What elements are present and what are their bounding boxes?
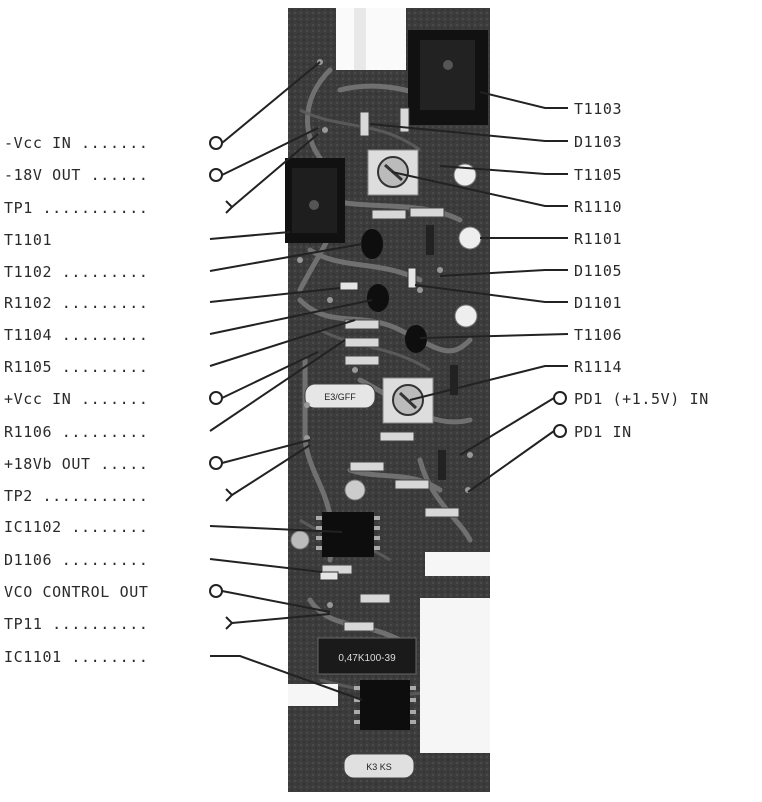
label-t1104: T1104 ......... bbox=[4, 326, 149, 344]
terminal-circle-right-10 bbox=[553, 424, 567, 438]
capacitor-bottom bbox=[343, 753, 415, 779]
leader-left-7 bbox=[209, 319, 356, 367]
leader-left-1 bbox=[221, 127, 319, 176]
label-18v-out: -18V OUT ...... bbox=[4, 166, 149, 184]
leader-left-12 bbox=[209, 525, 343, 533]
leader-right-5 bbox=[439, 269, 568, 277]
terminals bbox=[209, 136, 567, 630]
capacitor-bottom-text: K3 KS bbox=[366, 762, 392, 772]
label-t1101: T1101 bbox=[4, 231, 53, 249]
leader-left-4 bbox=[209, 243, 363, 272]
leader-right-7 bbox=[419, 333, 569, 339]
label-tp2: TP2 ........... bbox=[4, 487, 149, 505]
label-r1110: R1110 bbox=[574, 198, 623, 216]
leader-right-10 bbox=[467, 430, 555, 493]
leader-left-6 bbox=[209, 299, 373, 335]
label-d1101: D1101 bbox=[574, 294, 623, 312]
capacitor-e3gff bbox=[304, 383, 376, 409]
leader-lines bbox=[209, 61, 569, 701]
label-vco-control-out: VCO CONTROL OUT bbox=[4, 583, 149, 601]
terminal-circle-left-8 bbox=[209, 391, 223, 405]
terminal-circle-left-1 bbox=[209, 168, 223, 182]
ic1101 bbox=[354, 680, 416, 730]
leader-left-10 bbox=[221, 439, 311, 464]
label-d1106: D1106 ......... bbox=[4, 551, 149, 569]
terminal-circle-left-14 bbox=[209, 584, 223, 598]
terminal-chevron-left-2 bbox=[225, 200, 234, 214]
leader-left-3 bbox=[209, 231, 291, 240]
label-t1106: T1106 bbox=[574, 326, 623, 344]
label-vcc-neg-in: -Vcc IN ....... bbox=[4, 134, 149, 152]
terminal-circle-right-9 bbox=[553, 391, 567, 405]
label-vcc-pos-in: +Vcc IN ....... bbox=[4, 390, 149, 408]
label-t1103: T1103 bbox=[574, 100, 623, 118]
ic1102 bbox=[316, 512, 380, 557]
label-t1105: T1105 bbox=[574, 166, 623, 184]
label-d1105: D1105 bbox=[574, 262, 623, 280]
leader-right-9 bbox=[459, 397, 555, 456]
trimmer-r1110 bbox=[367, 149, 419, 196]
terminal-circle-left-10 bbox=[209, 456, 223, 470]
side-cutout-3 bbox=[288, 684, 338, 706]
leader-left-5 bbox=[209, 287, 341, 303]
leader-right-8 bbox=[409, 365, 568, 401]
label-r1106: R1106 ......... bbox=[4, 423, 149, 441]
leader-left-15 bbox=[231, 613, 331, 624]
label-tp1: TP1 ........... bbox=[4, 199, 149, 217]
leader-left-14 bbox=[221, 590, 331, 613]
leader-left-13 bbox=[209, 558, 323, 573]
label-r1114: R1114 bbox=[574, 358, 623, 376]
label-18vb-out: +18Vb OUT ..... bbox=[4, 455, 149, 473]
leader-left-0 bbox=[221, 61, 321, 144]
leader-left-2 bbox=[231, 133, 319, 208]
label-pd1-1v5-in: PD1 (+1.5V) IN bbox=[574, 390, 709, 408]
label-r1105: R1105 ......... bbox=[4, 358, 149, 376]
leader-right-0 bbox=[479, 91, 568, 109]
connector-cutout-top bbox=[336, 8, 406, 70]
terminal-circle-left-0 bbox=[209, 136, 223, 150]
label-ic1102: IC1102 ........ bbox=[4, 518, 149, 536]
leader-left-16 bbox=[210, 655, 363, 701]
label-pd1-in: PD1 IN bbox=[574, 423, 632, 441]
terminal-chevron-left-11 bbox=[225, 488, 234, 502]
side-cutout-1 bbox=[425, 552, 490, 576]
leader-right-1 bbox=[369, 123, 568, 142]
capacitor-e3gff-text: E3/GFF bbox=[324, 392, 356, 402]
side-cutout-2 bbox=[420, 598, 490, 753]
leader-left-11 bbox=[231, 444, 311, 496]
leader-right-6 bbox=[414, 284, 568, 303]
leader-left-9 bbox=[209, 339, 346, 432]
label-r1102: R1102 ......... bbox=[4, 294, 149, 312]
capacitor-film bbox=[317, 637, 417, 675]
leader-right-2 bbox=[439, 165, 568, 175]
label-r1101: R1101 bbox=[574, 230, 623, 248]
capacitor-film-text: 0,47K100-39 bbox=[338, 653, 396, 664]
label-tp11: TP11 .......... bbox=[4, 615, 149, 633]
leader-left-8 bbox=[221, 351, 319, 399]
terminal-chevron-left-15 bbox=[225, 616, 234, 630]
trimmer-r1114 bbox=[382, 377, 434, 424]
leader-right-3 bbox=[391, 171, 568, 207]
label-ic1101: IC1101 ........ bbox=[4, 648, 149, 666]
label-t1102: T1102 ......... bbox=[4, 263, 149, 281]
label-d1103: D1103 bbox=[574, 133, 623, 151]
